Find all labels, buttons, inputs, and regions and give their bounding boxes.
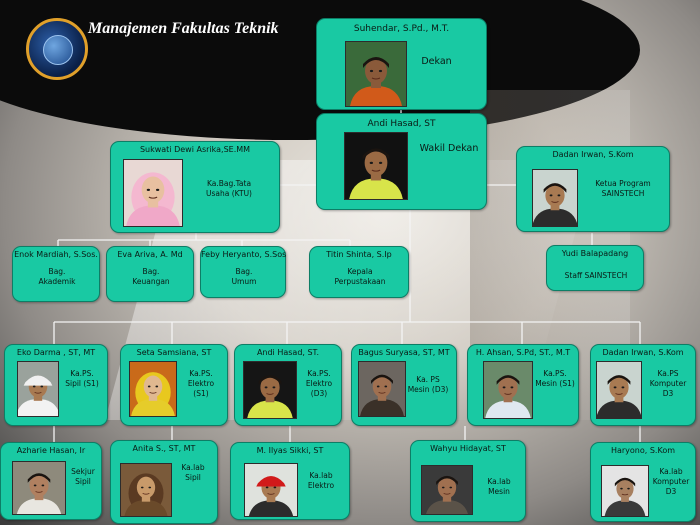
node-name: Seta Samsiana, ST [136,348,212,357]
node-role: Kepala Perpustakaan [334,267,386,286]
org-node-komputer: Dadan Irwan, S.Kom Ka.PS Komputer D3 [590,344,696,426]
portrait-photo [243,361,297,419]
org-node-elektro1: Seta Samsiana, ST Ka.PS. Elektro (S1) [120,344,228,426]
node-name: Dadan Irwan, S.Kom [602,348,684,357]
portrait-photo [532,169,578,227]
node-role: Ka.PS. Mesin (S1) [535,369,575,388]
org-node-keuangan: Eva Ariva, A. Md Bag. Keuangan [106,246,194,302]
node-name: Bagus Suryasa, ST, MT [358,348,450,357]
node-role: Ka.PS. Elektro (D3) [305,369,333,398]
node-role: Dekan [421,56,452,67]
node-name: Yudi Balapadang [561,249,629,258]
node-name: Haryono, S.Kom [610,446,676,455]
node-role: Sekjur Sipil [71,467,95,486]
page-title: Manajemen Fakultas Teknik [88,20,279,37]
org-node-mesins1: H. Ahsan, S.Pd, ST., M.T Ka.PS. Mesin (S… [467,344,579,426]
portrait-photo [358,361,406,417]
node-role: Ka.PS. Sipil (S1) [65,369,99,388]
node-name: Suhendar, S.Pd., M.T. [353,24,450,34]
node-role: Ka.Bag.Tata Usaha (KTU) [206,179,252,198]
node-name: Sukwati Dewi Asrika,SE.MM [139,145,251,154]
node-name: Wahyu Hidayat, ST [430,444,506,453]
node-role: Ka.PS. Elektro (S1) [187,369,215,398]
org-node-ktu: Sukwati Dewi Asrika,SE.MM Ka.Bag.Tata Us… [110,141,280,233]
org-node-akademik: Enok Mardiah, S.Sos. Bag. Akademik [12,246,100,302]
org-node-sipil: Eko Darma , ST, MT Ka.PS. Sipil (S1) [4,344,108,426]
node-role: Bag. Umum [231,267,257,286]
node-role: Ka.lab Elektro [307,471,335,490]
org-node-labelektro: M. Ilyas Sikki, ST Ka.lab Elektro [230,442,350,520]
portrait-photo [345,41,407,107]
portrait-photo [12,461,66,515]
node-role: Ka. PS Mesin (D3) [407,375,449,394]
node-name: H. Ahsan, S.Pd, ST., M.T [475,348,571,357]
org-node-wakil: Andi Hasad, ST Wakil Dekan [316,113,487,210]
org-node-elektro3: Andi Hasad, ST. Ka.PS. Elektro (D3) [234,344,342,426]
node-role: Bag. Keuangan [132,267,170,286]
org-node-labmesin: Wahyu Hidayat, ST Ka.lab Mesin [410,440,526,522]
org-node-labkomputer: Haryono, S.Kom Ka.lab Komputer D3 [590,442,696,522]
node-name: M. Ilyas Sikki, ST [256,446,324,455]
portrait-photo [421,465,473,515]
org-node-mesind3: Bagus Suryasa, ST, MT Ka. PS Mesin (D3) [351,344,457,426]
node-name: Andi Hasad, ST [367,119,436,129]
node-role: Wakil Dekan [419,143,479,154]
portrait-photo [344,132,408,200]
portrait-photo [120,463,172,517]
org-node-sekjur: Azharie Hasan, Ir Sekjur Sipil [0,442,102,520]
node-role: Ka.lab Komputer D3 [652,467,690,496]
portrait-photo [123,159,183,227]
node-name: Azharie Hasan, Ir [16,446,86,455]
portrait-photo [601,465,649,517]
node-name: Anita S., ST, MT [132,444,196,453]
node-role: Ketua Program SAINSTECH [595,179,651,198]
org-node-dekan: Suhendar, S.Pd., M.T. Dekan [316,18,487,110]
node-name: Dadan Irwan, S.Kom [552,150,634,159]
portrait-photo [244,463,298,517]
node-name: Andi Hasad, ST. [256,348,320,357]
portrait-photo [596,361,642,419]
portrait-photo [17,361,59,417]
node-name: Eko Darma , ST, MT [16,348,96,357]
node-name: Titin Shinta, S.Ip [326,250,392,259]
portrait-photo [483,361,533,419]
node-role: Ka.PS Komputer D3 [649,369,687,398]
node-role: Bag. Akademik [38,267,76,286]
node-role: Ka.lab Mesin [487,477,511,496]
node-name: Enok Mardiah, S.Sos. [14,250,98,259]
org-node-labsipil: Anita S., ST, MT Ka.lab Sipil [110,440,218,524]
globe-logo-icon [26,18,88,80]
node-name: Eva Ariva, A. Md [117,250,183,259]
node-role: Ka.lab Sipil [181,463,205,482]
node-role: Staff SAINSTECH [564,271,628,280]
portrait-photo [129,361,177,417]
org-node-sainstech: Dadan Irwan, S.Kom Ketua Program SAINSTE… [516,146,670,232]
node-name: Feby Heryanto, S.Sos [201,250,287,259]
